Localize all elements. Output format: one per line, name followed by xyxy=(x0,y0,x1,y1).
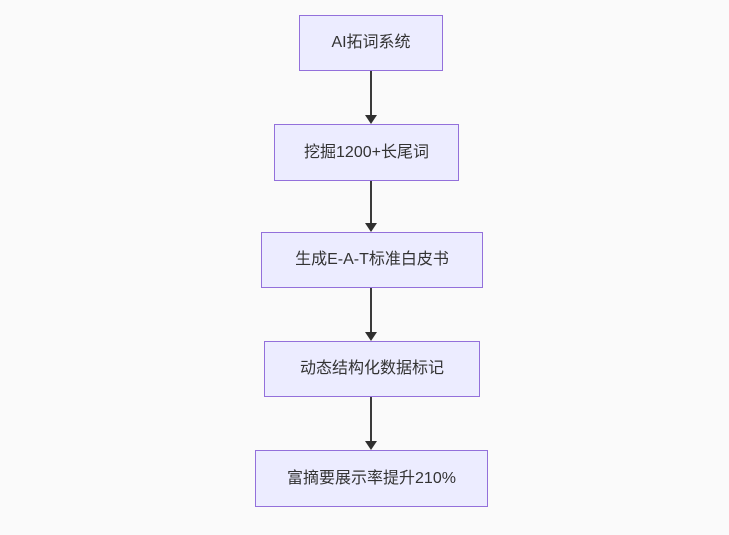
flow-node-label: AI拓词系统 xyxy=(331,34,411,52)
arrowhead-down-icon xyxy=(365,223,377,232)
flow-edge-1 xyxy=(365,71,377,124)
flow-node-label: 生成E-A-T标准白皮书 xyxy=(295,251,449,269)
flow-node-step-1: AI拓词系统 xyxy=(299,15,443,71)
arrow-shaft xyxy=(370,397,372,442)
flow-node-label: 富摘要展示率提升210% xyxy=(287,469,456,487)
flow-node-label: 动态结构化数据标记 xyxy=(299,360,444,378)
flow-node-step-4: 动态结构化数据标记 xyxy=(264,341,480,397)
flow-node-step-3: 生成E-A-T标准白皮书 xyxy=(261,232,483,288)
flow-edge-4 xyxy=(365,397,377,450)
flow-node-label: 挖掘1200+长尾词 xyxy=(304,143,429,161)
arrowhead-down-icon xyxy=(365,115,377,124)
arrow-shaft xyxy=(370,71,372,116)
arrowhead-down-icon xyxy=(365,332,377,341)
flow-node-step-5: 富摘要展示率提升210% xyxy=(255,450,488,507)
arrow-shaft xyxy=(370,288,372,333)
arrowhead-down-icon xyxy=(365,441,377,450)
arrow-shaft xyxy=(370,181,372,224)
flow-node-step-2: 挖掘1200+长尾词 xyxy=(274,124,459,181)
flow-edge-3 xyxy=(365,288,377,341)
flow-edge-2 xyxy=(365,181,377,232)
